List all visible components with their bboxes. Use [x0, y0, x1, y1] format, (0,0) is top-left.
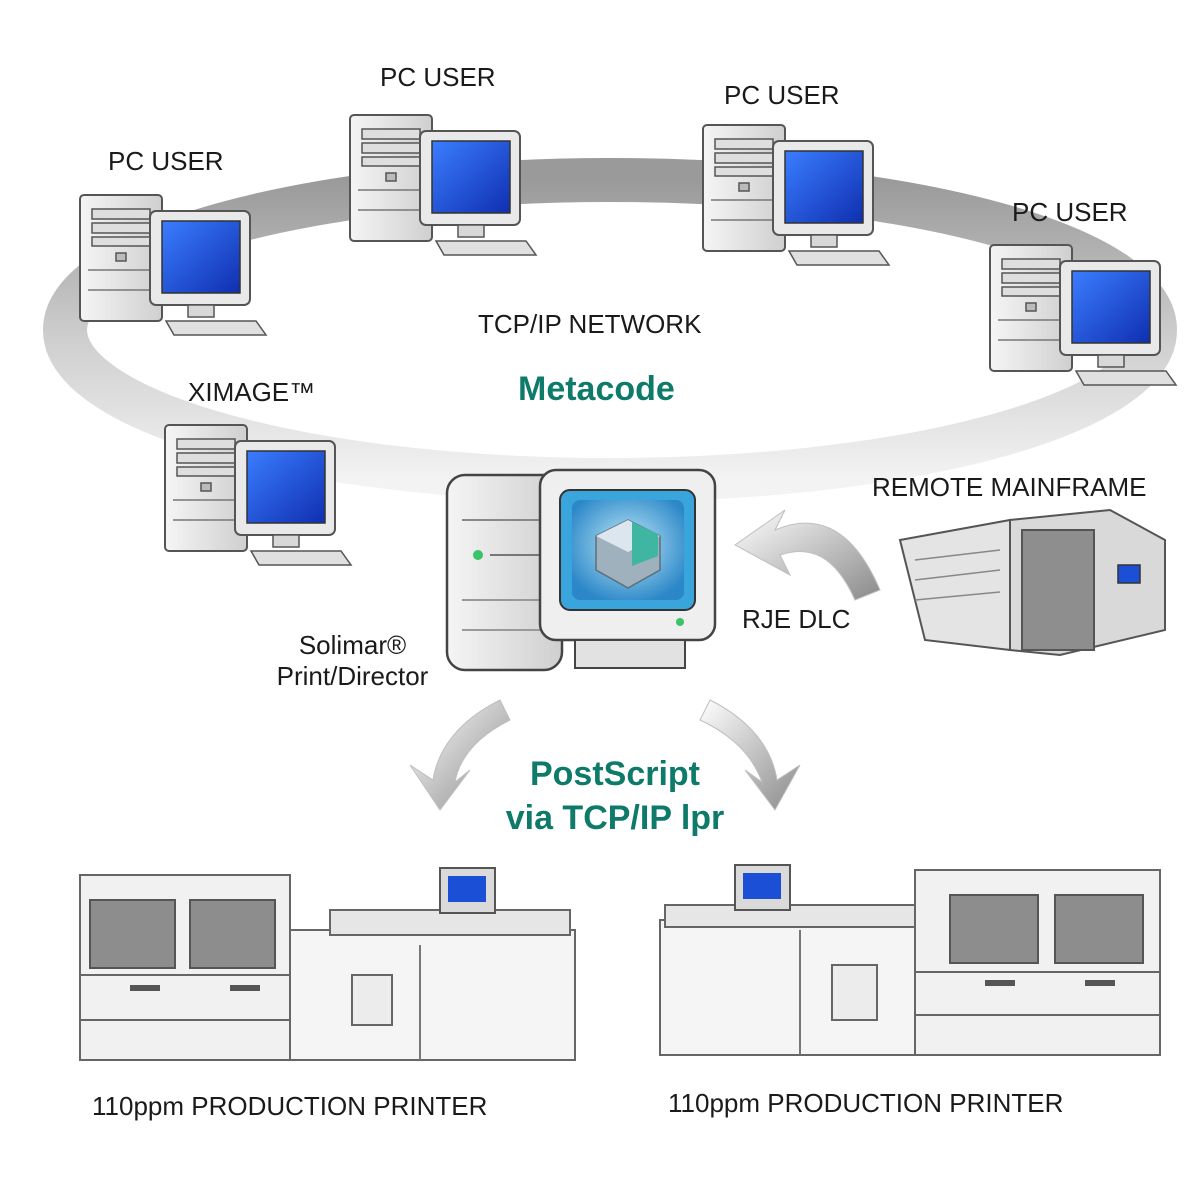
network-label: TCP/IP NETWORK: [478, 309, 702, 339]
mainframe-icon: [898, 508, 1166, 657]
pc-user-3-icon: [702, 124, 890, 266]
pc-user-label-4: PC USER: [1012, 197, 1128, 227]
left-production-printer-icon: [79, 867, 576, 1061]
metacode-label: Metacode: [518, 370, 675, 408]
pc-user-2-icon: [349, 114, 537, 256]
ximage-workstation-icon: [164, 424, 352, 566]
solimar-label-line1: Solimar®: [298, 630, 407, 660]
print-server-icon: [445, 468, 717, 672]
pc-user-label-1: PC USER: [108, 146, 224, 176]
remote-mainframe-label: REMOTE MAINFRAME: [872, 472, 1147, 502]
arrow-to-right-printer-icon: [699, 699, 801, 811]
pc-user-label-3: PC USER: [724, 80, 840, 110]
arrow-to-left-printer-icon: [409, 699, 511, 811]
postscript-label-line2: via TCP/IP lpr: [505, 799, 725, 837]
solimar-label: Solimar® Print/Director: [255, 630, 450, 692]
ximage-label: XIMAGE™: [188, 377, 316, 407]
pc-user-1-icon: [79, 194, 267, 336]
left-printer-label: 110ppm PRODUCTION PRINTER: [92, 1091, 488, 1121]
right-printer-label: 110ppm PRODUCTION PRINTER: [668, 1088, 1064, 1118]
right-production-printer-icon: [659, 864, 1161, 1056]
solimar-label-line2: Print/Director: [276, 661, 429, 691]
postscript-label: PostScript via TCP/IP lpr: [470, 752, 760, 840]
rje-dlc-label: RJE DLC: [742, 604, 851, 634]
postscript-label-line1: PostScript: [529, 755, 701, 793]
pc-user-label-2: PC USER: [380, 62, 496, 92]
rje-dlc-arrow-icon: [734, 509, 881, 601]
